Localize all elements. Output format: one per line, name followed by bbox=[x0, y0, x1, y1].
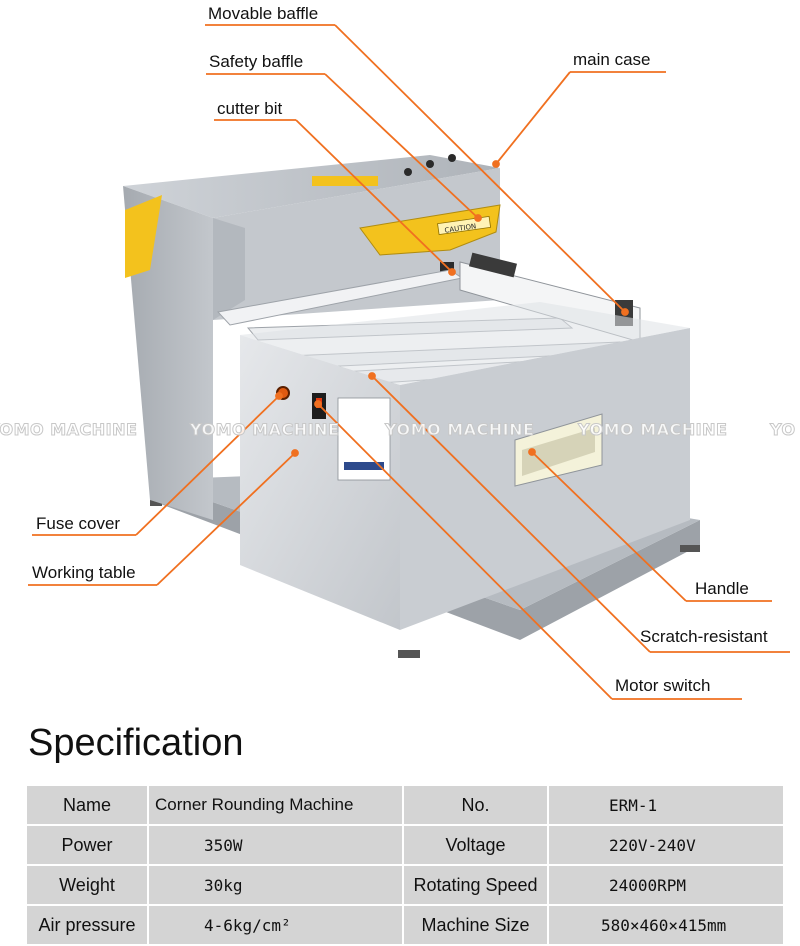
table-row: Weight 30kg Rotating Speed 24000RPM bbox=[25, 864, 785, 906]
table-row: Air pressure 4-6kg/cm² Machine Size 580×… bbox=[25, 904, 785, 946]
top-hole bbox=[448, 154, 456, 162]
spec-value: 580×460×415mm bbox=[547, 904, 785, 946]
callout-main-case: main case bbox=[573, 50, 651, 69]
spec-value: 350W bbox=[147, 824, 404, 866]
callout-scratch-resistant: Scratch-resistant bbox=[640, 627, 768, 646]
spec-label: Power bbox=[25, 824, 149, 866]
callout-working-table: Working table bbox=[32, 563, 136, 582]
watermark-text: YOMO MACHINE bbox=[577, 420, 728, 440]
table-row: Power 350W Voltage 220V-240V bbox=[25, 824, 785, 866]
caution-sticker bbox=[125, 195, 162, 278]
watermark-text: YOMO MACHINE bbox=[384, 420, 535, 440]
spec-label: Machine Size bbox=[402, 904, 549, 946]
spec-table: Name Corner Rounding Machine No. ERM-1 P… bbox=[25, 784, 785, 946]
spec-value: 24000RPM bbox=[547, 864, 785, 906]
machine-diagram: CAUTION bbox=[0, 4, 800, 700]
spec-label: Voltage bbox=[402, 824, 549, 866]
spec-label: Weight bbox=[25, 864, 149, 906]
spec-label: Air pressure bbox=[25, 904, 149, 946]
top-label bbox=[312, 176, 378, 186]
callout-handle: Handle bbox=[695, 579, 749, 598]
spec-value: 30kg bbox=[147, 864, 404, 906]
callout-fuse-cover: Fuse cover bbox=[36, 514, 121, 533]
spec-label: No. bbox=[402, 784, 549, 826]
callout-movable-baffle: Movable baffle bbox=[208, 4, 319, 23]
working-table-box bbox=[240, 302, 690, 630]
machine-illustration: CAUTION bbox=[28, 24, 790, 700]
watermark-text: YOMO MACHINE bbox=[0, 420, 138, 440]
leader-lines bbox=[28, 24, 790, 700]
spec-value: Corner Rounding Machine bbox=[147, 784, 404, 826]
table-row: Name Corner Rounding Machine No. ERM-1 bbox=[25, 784, 785, 826]
spec-value: ERM-1 bbox=[547, 784, 785, 826]
top-hole bbox=[404, 168, 412, 176]
spec-label: Name bbox=[25, 784, 149, 826]
watermark-text: YO bbox=[770, 420, 796, 440]
top-hole bbox=[426, 160, 434, 168]
spec-value: 220V-240V bbox=[547, 824, 785, 866]
callout-cutter-bit: cutter bit bbox=[217, 99, 283, 118]
handle bbox=[514, 413, 603, 487]
watermark-text: YOMO MACHINE bbox=[189, 420, 340, 440]
watermark: YOMO MACHINE YOMO MACHINE YOMO MACHINE Y… bbox=[0, 420, 800, 444]
spec-title: Specification bbox=[28, 722, 244, 764]
spec-value: 4-6kg/cm² bbox=[147, 904, 404, 946]
spec-label: Rotating Speed bbox=[402, 864, 549, 906]
callout-safety-baffle: Safety baffle bbox=[209, 52, 304, 71]
callout-motor-switch: Motor switch bbox=[615, 676, 711, 695]
